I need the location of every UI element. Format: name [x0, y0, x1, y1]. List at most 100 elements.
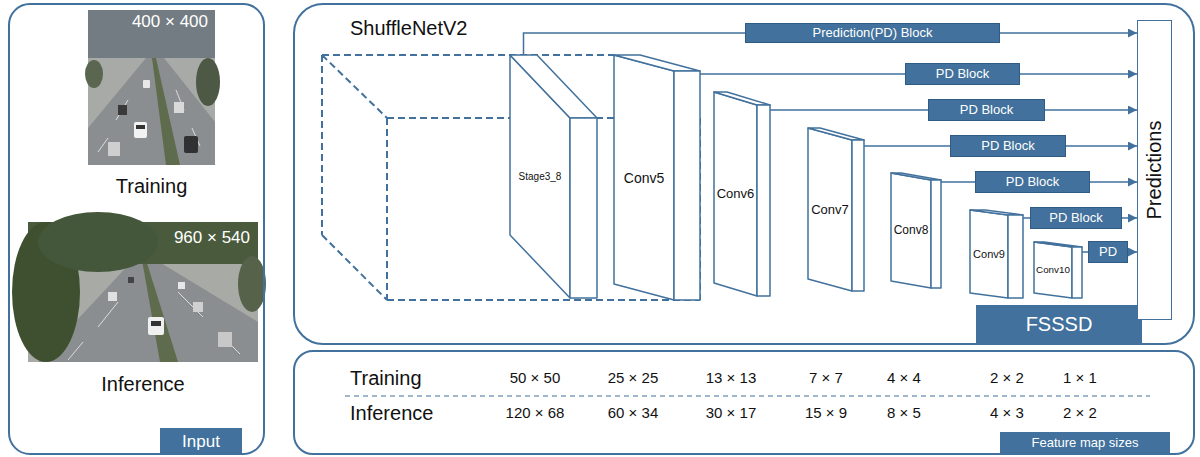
block-face	[808, 128, 852, 291]
connector	[1023, 217, 1030, 219]
table-cell: 13 × 13	[706, 369, 756, 386]
photo-car	[178, 282, 185, 289]
table-separator	[345, 395, 1150, 396]
image-caption: Inference	[101, 373, 184, 396]
layer-name: Conv9	[973, 248, 1005, 261]
photo-median	[142, 260, 178, 362]
photo-car	[218, 332, 232, 347]
layer-name: Stage3_8	[519, 171, 562, 183]
pd-block: PD Block	[1030, 207, 1122, 229]
connector	[770, 109, 928, 111]
table-cell: 2 × 2	[1063, 404, 1097, 421]
block-face	[808, 128, 864, 140]
table-cell: 2 × 2	[990, 369, 1024, 386]
block-face	[891, 173, 931, 288]
connector	[1020, 73, 1137, 75]
block-face	[1034, 242, 1072, 298]
block-face	[714, 92, 757, 296]
panel: Input400 × 400Training960 × 540Inference	[8, 3, 265, 455]
pd-block: Prediction(PD) Block	[745, 23, 1000, 43]
pd-block: PD Block	[928, 99, 1045, 121]
block-label: PD Block	[906, 67, 1019, 82]
panel: ShuffleNetV2FSSSDStage3_8Conv5Conv6Conv7…	[293, 3, 1195, 345]
block-label: PD	[1089, 245, 1127, 260]
image-caption: Training	[116, 175, 188, 198]
photo-lane	[68, 292, 240, 360]
block-face	[614, 55, 674, 300]
photo-car	[136, 125, 145, 129]
row-heading: Training	[350, 367, 422, 390]
photo-car	[118, 105, 127, 115]
photo-tree	[38, 212, 158, 272]
photo-tree	[196, 58, 220, 106]
block-face	[714, 92, 770, 105]
connector	[1128, 251, 1137, 253]
table-cell: 15 × 9	[805, 404, 847, 421]
panel-title: ShuffleNetV2	[350, 17, 468, 40]
photo-ground	[88, 10, 215, 165]
row-heading: Inference	[350, 402, 433, 425]
block-face	[970, 210, 1008, 298]
block-face	[852, 140, 864, 291]
image-frame: 960 × 540Inference	[28, 222, 258, 362]
block-face	[674, 71, 700, 300]
photo-road	[88, 58, 215, 165]
connector	[524, 33, 746, 55]
block-face	[757, 105, 770, 296]
block-label: PD Block	[976, 175, 1089, 190]
road-photo	[12, 212, 266, 362]
block-face	[510, 55, 597, 118]
block-label: PD Block	[929, 103, 1044, 118]
layer-block: Conv10	[1034, 242, 1082, 298]
panel-tab: Input	[160, 428, 242, 455]
table-cell: 25 × 25	[608, 369, 658, 386]
connector	[1066, 145, 1137, 147]
photo-car	[148, 317, 164, 335]
size-label: 400 × 400	[132, 12, 208, 32]
layer-name: Conv10	[1036, 264, 1070, 275]
block-face	[931, 180, 941, 288]
block-label: PD Block	[1031, 211, 1121, 226]
layer-block: Conv8	[891, 173, 941, 288]
block-face	[891, 173, 941, 180]
block-face	[1072, 247, 1082, 298]
table-cell: 30 × 17	[706, 404, 756, 421]
road-photo	[85, 10, 220, 165]
layer-name: Conv8	[894, 224, 929, 238]
table-cell: 4 × 3	[990, 404, 1024, 421]
photo-car	[193, 302, 203, 312]
block-face	[1008, 215, 1023, 298]
table-cell: 1 × 1	[1063, 369, 1097, 386]
connector	[864, 145, 950, 147]
connector	[1000, 32, 1137, 34]
layer-block: Conv5	[614, 55, 700, 300]
layer-block: Conv9	[970, 210, 1023, 298]
photo-tree	[85, 60, 103, 88]
photo-sky	[88, 10, 215, 58]
layer-block: Stage3_8	[510, 55, 597, 298]
backbone-outline	[322, 55, 700, 300]
layer-name: Conv7	[811, 202, 849, 217]
pd-block: PD Block	[950, 135, 1066, 157]
connector	[700, 73, 905, 75]
connector	[1090, 181, 1137, 183]
layer-block: Conv7	[808, 128, 864, 291]
pd-block: PD Block	[975, 171, 1090, 193]
block-label: PD Block	[951, 139, 1065, 154]
size-label: 960 × 540	[174, 228, 250, 248]
layer-block: Conv6	[714, 92, 770, 296]
connector	[941, 181, 975, 183]
output-label: Predictions	[1143, 120, 1166, 219]
table-cell: 8 × 5	[887, 404, 921, 421]
block-face	[570, 118, 597, 298]
table-cell: 4 × 4	[887, 369, 921, 386]
predictions-box: Predictions	[1137, 20, 1172, 320]
photo-car	[134, 122, 147, 138]
table-cell: 50 × 50	[510, 369, 560, 386]
connector	[1045, 109, 1137, 111]
photo-car	[108, 142, 120, 156]
photo-tree	[238, 256, 266, 312]
photo-car	[108, 292, 117, 301]
image-frame: 400 × 400Training	[88, 10, 215, 165]
